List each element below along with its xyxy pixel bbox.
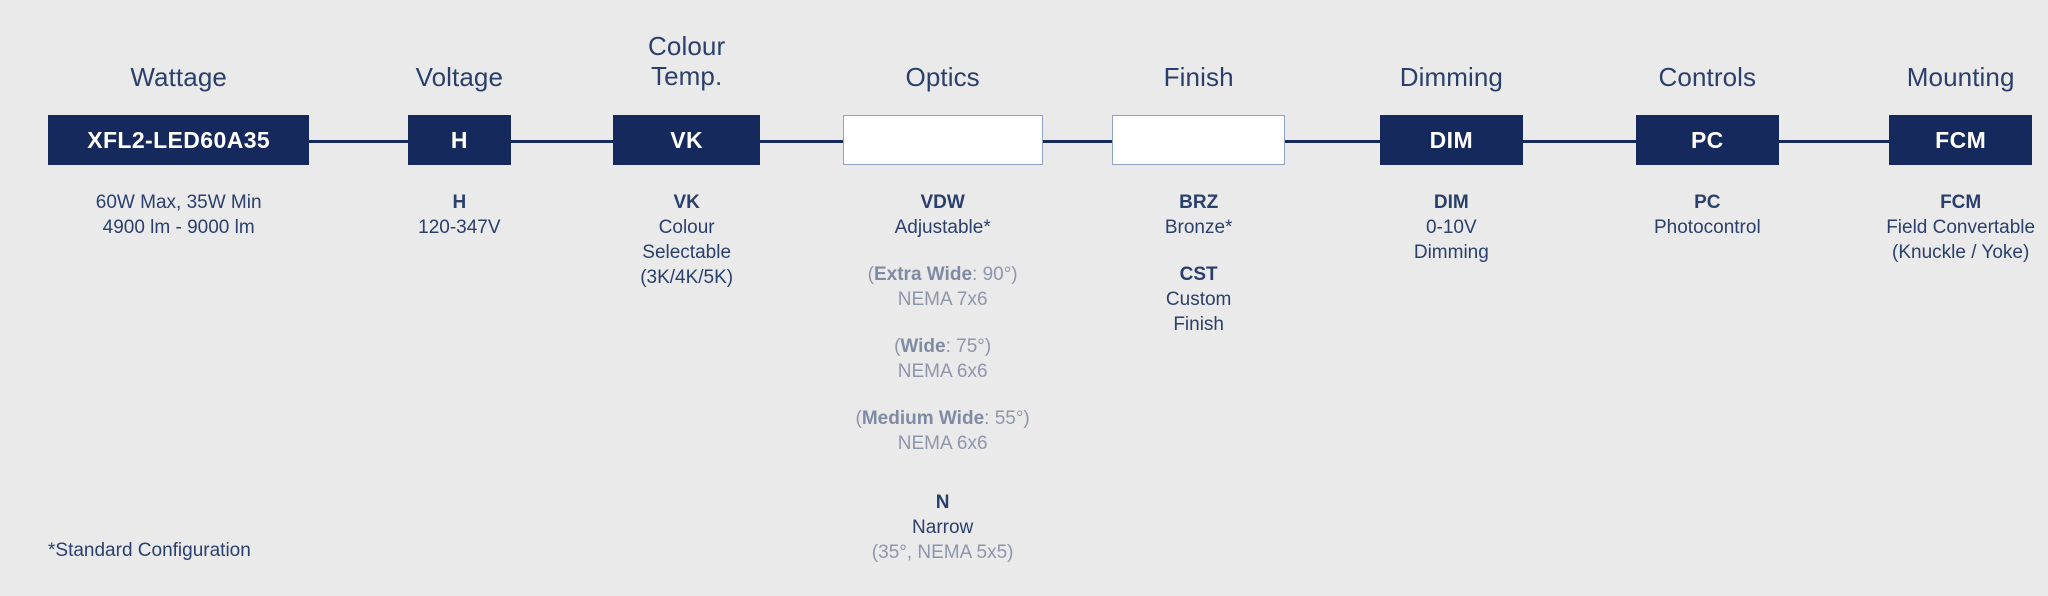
connector-controls-to-mounting xyxy=(1776,140,1892,143)
detail-line: FCM xyxy=(1940,192,1982,213)
code-box-colour-temp[interactable]: VK xyxy=(613,115,760,165)
detail-group: N Narrow (35°, NEMA 5x5) xyxy=(817,490,1069,565)
detail-line: Selectable xyxy=(642,242,732,263)
detail-group: (Wide: 75°) NEMA 6x6 xyxy=(817,334,1069,384)
detail-line: DIM xyxy=(1433,192,1469,213)
detail-line: H xyxy=(452,192,467,213)
code-box-dimming[interactable]: DIM xyxy=(1380,115,1523,165)
code-box-finish[interactable] xyxy=(1112,115,1286,165)
detail-group: PC Photocontrol xyxy=(1610,190,1805,240)
column-header-line: Controls xyxy=(1658,62,1757,92)
connector-dimming-to-controls xyxy=(1520,140,1638,143)
column-header-line: Mounting xyxy=(1906,62,2015,92)
detail-line: (35°, NEMA 5x5) xyxy=(871,542,1014,563)
detail-line: Colour xyxy=(658,217,715,238)
column-header-line: Dimming xyxy=(1399,62,1503,92)
detail-group: FCM Field Convertable (Knuckle / Yoke) xyxy=(1863,190,2048,265)
connector-colour-temp-to-optics xyxy=(758,140,845,143)
detail-line: 4900 lm - 9000 lm xyxy=(102,217,255,238)
detail-group: (Extra Wide: 90°) NEMA 7x6 xyxy=(817,262,1069,312)
detail-line: NEMA 6x6 xyxy=(897,361,988,382)
detail-stack-voltage: H 120-347V xyxy=(382,190,537,240)
detail-line: BRZ xyxy=(1179,192,1219,213)
column-header-line: Colour xyxy=(648,31,726,61)
detail-line: (Wide: 75°) xyxy=(894,336,992,357)
column-header-controls: Controls xyxy=(1636,62,1779,92)
column-header-line: Temp. xyxy=(651,61,723,91)
detail-line: Finish xyxy=(1173,314,1224,335)
detail-line: VDW xyxy=(920,192,965,213)
connector-optics-to-finish xyxy=(1040,140,1114,143)
detail-line: Adjustable* xyxy=(894,217,991,238)
column-header-mounting: Mounting xyxy=(1889,62,2032,92)
detail-line: VK xyxy=(673,192,700,213)
code-box-optics[interactable] xyxy=(842,115,1043,165)
column-header-wattage: Wattage xyxy=(48,62,309,92)
column-header-optics: Optics xyxy=(843,62,1043,92)
detail-line: (Extra Wide: 90°) xyxy=(867,264,1018,285)
detail-line: Narrow xyxy=(912,517,974,538)
detail-line: Bronze* xyxy=(1164,217,1233,238)
connector-voltage-to-colour-temp xyxy=(508,140,616,143)
detail-stack-wattage: 60W Max, 35W Min 4900 lm - 9000 lm xyxy=(22,190,335,240)
detail-line: 60W Max, 35W Min xyxy=(95,192,262,213)
detail-group: BRZ Bronze* xyxy=(1086,190,1311,240)
column-header-dimming: Dimming xyxy=(1380,62,1523,92)
connector-finish-to-dimming xyxy=(1283,140,1382,143)
detail-line: (Medium Wide: 55°) xyxy=(855,408,1030,429)
detail-group: H 120-347V xyxy=(382,190,537,240)
detail-group: (Medium Wide: 55°) NEMA 6x6 xyxy=(817,406,1069,456)
code-box-voltage[interactable]: H xyxy=(408,115,511,165)
detail-line: Field Convertable xyxy=(1886,217,2036,238)
code-box-mounting[interactable]: FCM xyxy=(1889,115,2032,165)
column-header-line: Optics xyxy=(905,62,980,92)
column-header-line: Wattage xyxy=(130,62,227,92)
column-header-line: Voltage xyxy=(415,62,504,92)
detail-line: 0-10V xyxy=(1425,217,1477,238)
detail-line: Custom xyxy=(1165,289,1232,310)
detail-group: 60W Max, 35W Min 4900 lm - 9000 lm xyxy=(22,190,335,240)
column-header-line: Finish xyxy=(1163,62,1234,92)
detail-line: (3K/4K/5K) xyxy=(640,267,734,288)
code-box-controls[interactable]: PC xyxy=(1636,115,1779,165)
detail-line: CST xyxy=(1179,264,1218,285)
detail-group: VDW Adjustable* xyxy=(817,190,1069,240)
connector-wattage-to-voltage xyxy=(307,140,410,143)
column-header-finish: Finish xyxy=(1112,62,1285,92)
code-box-wattage[interactable]: XFL2-LED60A35 xyxy=(48,115,310,165)
detail-line: 120-347V xyxy=(418,217,501,238)
detail-line: N xyxy=(935,492,950,513)
detail-line: PC xyxy=(1694,192,1721,213)
standard-configuration-footnote: *Standard Configuration xyxy=(48,540,251,561)
detail-line: NEMA 7x6 xyxy=(897,289,988,310)
column-header-voltage: Voltage xyxy=(408,62,511,92)
detail-group: DIM 0-10V Dimming xyxy=(1354,190,1549,265)
detail-stack-dimming: DIM 0-10V Dimming xyxy=(1354,190,1549,265)
detail-stack-controls: PC Photocontrol xyxy=(1610,190,1805,240)
detail-line: (Knuckle / Yoke) xyxy=(1892,242,2030,263)
detail-line: Dimming xyxy=(1413,242,1489,263)
detail-line: NEMA 6x6 xyxy=(897,433,988,454)
detail-stack-mounting: FCM Field Convertable (Knuckle / Yoke) xyxy=(1863,190,2048,265)
detail-line: Photocontrol xyxy=(1653,217,1761,238)
